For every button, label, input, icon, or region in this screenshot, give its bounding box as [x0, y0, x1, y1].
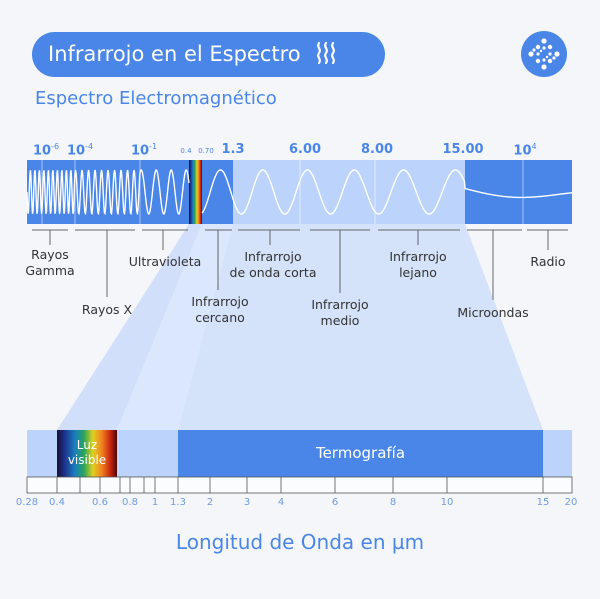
- tick-label: 8: [389, 497, 397, 508]
- tick-label: 6: [331, 497, 339, 508]
- thermal-beam: [178, 224, 543, 430]
- tick-label: 1: [151, 497, 159, 508]
- thermography-band: [178, 430, 543, 477]
- scale-label: 1.3: [221, 142, 245, 157]
- scale-label: 15.00: [442, 142, 484, 157]
- scale-label: 0.4: [180, 147, 192, 155]
- tick-label: 20: [564, 497, 578, 508]
- visible-band: [189, 160, 202, 224]
- page-title: Infrarrojo en el Espectro: [48, 42, 301, 66]
- dotted-diamond-logo-icon: [521, 31, 567, 77]
- band-label-uv: Ultravioleta: [128, 254, 202, 269]
- scale-ruler: [26, 476, 573, 494]
- tick-label: 2: [206, 497, 214, 508]
- scale-label: 104: [513, 142, 537, 159]
- title-pill: Infrarrojo en el Espectro: [32, 32, 385, 77]
- tick-label: 0.28: [15, 497, 39, 508]
- tick-label: 0.6: [92, 497, 108, 508]
- band-label-microwave: Microondas: [457, 305, 529, 320]
- near-ir-beam: [117, 224, 233, 430]
- scale-label: 10-1: [130, 142, 158, 159]
- axis-title: Longitud de Onda en µm: [175, 530, 425, 554]
- band-label-radio: Radio: [530, 254, 566, 269]
- scale-label: 8.00: [360, 142, 394, 157]
- tick-label: 15: [536, 497, 550, 508]
- tick-label: 4: [277, 497, 285, 508]
- band-label-xray: Rayos X: [81, 302, 133, 317]
- tick-label: 0.8: [122, 497, 138, 508]
- tick-label: 10: [440, 497, 454, 508]
- near-ir-band: [202, 160, 233, 224]
- thermography-label: Termografía: [315, 444, 406, 462]
- tick-label: 3: [243, 497, 251, 508]
- microwave-radio-band: [465, 160, 572, 224]
- scale-label: 0.70: [198, 147, 214, 155]
- scale-label: 10-4: [66, 142, 94, 159]
- scale-label: 10-6: [32, 142, 60, 159]
- visible-light-band: [57, 430, 117, 477]
- scale-label: 6.00: [288, 142, 322, 157]
- tick-label: 0.4: [49, 497, 65, 508]
- subtitle: Espectro Electromagnético: [35, 88, 277, 109]
- wave-line: [26, 169, 573, 216]
- tick-label: 1.3: [170, 497, 186, 508]
- visible-beam: [57, 224, 202, 430]
- heat-waves-icon: [317, 41, 336, 65]
